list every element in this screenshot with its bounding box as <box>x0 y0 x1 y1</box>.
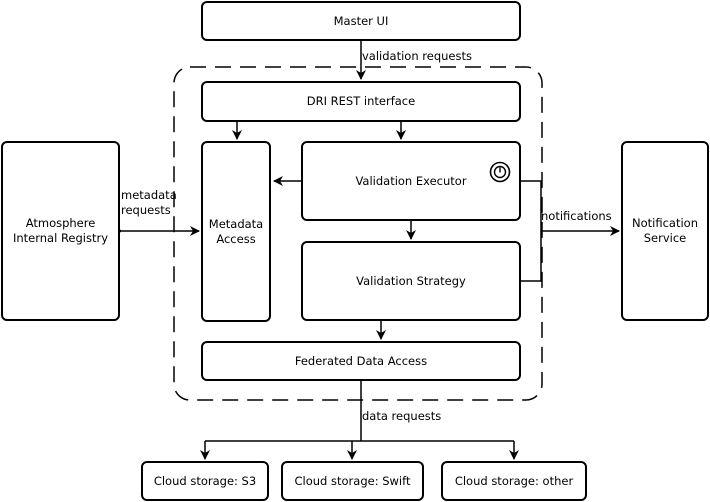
master-ui-box: Master UI <box>201 1 521 41</box>
master-ui-label: Master UI <box>333 13 389 28</box>
cloud-swift-label: Cloud storage: Swift <box>294 473 411 488</box>
atmosphere-registry-box: Atmosphere Internal Registry <box>1 141 120 321</box>
data-requests-label: data requests <box>362 409 442 423</box>
cloud-s3-box: Cloud storage: S3 <box>141 461 269 501</box>
metadata-requests-label: metadata requests <box>121 188 177 217</box>
power-icon <box>489 161 511 183</box>
federated-data-access-box: Federated Data Access <box>201 341 521 381</box>
notifications-label: notifications <box>541 209 612 223</box>
validation-strategy-label: Validation Strategy <box>356 273 466 288</box>
validation-requests-label: validation requests <box>362 49 472 63</box>
edge-executor-notify-bracket <box>521 180 542 282</box>
validation-executor-box: Validation Executor <box>301 141 521 221</box>
federated-data-access-label: Federated Data Access <box>294 353 428 368</box>
cloud-swift-box: Cloud storage: Swift <box>281 461 424 501</box>
dri-rest-box: DRI REST interface <box>201 81 521 122</box>
metadata-access-label: Metadata Access <box>208 216 264 246</box>
validation-strategy-box: Validation Strategy <box>301 241 521 321</box>
dri-rest-label: DRI REST interface <box>306 94 416 109</box>
validation-executor-label: Validation Executor <box>355 173 467 188</box>
notification-service-label: Notification Service <box>632 216 698 245</box>
notification-service-box: Notification Service <box>621 141 709 321</box>
atmosphere-registry-label: Atmosphere Internal Registry <box>12 216 109 245</box>
cloud-other-box: Cloud storage: other <box>441 461 587 501</box>
system-boundary <box>173 66 543 401</box>
cloud-s3-label: Cloud storage: S3 <box>153 473 257 488</box>
metadata-access-box: Metadata Access <box>201 141 271 322</box>
cloud-other-label: Cloud storage: other <box>454 473 574 488</box>
